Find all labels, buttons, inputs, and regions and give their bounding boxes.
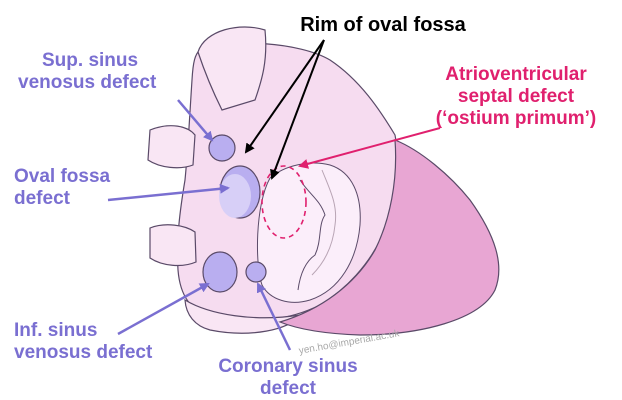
rim-of-oval-fossa-text: Rim of oval fossa [300,14,466,36]
inferior-vena-cava [150,225,196,266]
coronary-sinus-label: Coronary sinus defect [198,356,378,400]
sup-sinus-line2: venosus defect [18,72,156,94]
avsd-label: Atrioventricular septal defect (‘ostium … [418,64,614,130]
sup-sinus-label: Sup. sinus venosus defect [38,50,156,94]
oval-fossa-line2: defect [14,188,110,210]
inf-sinus-label: Inf. sinus venosus defect [14,320,152,364]
inf-sinus-defect [203,252,237,292]
coronary-sinus-defect [246,262,266,282]
oval-fossa-label: Oval fossa defect [14,166,110,210]
inf-sinus-line1: Inf. sinus [14,320,152,342]
oval-fossa-rim [219,174,251,218]
avsd-line3: (‘ostium primum’) [418,108,614,130]
left-vein-stub [148,126,195,168]
coronary-sinus-line1: Coronary sinus [198,356,378,378]
rim-of-oval-fossa-label: Rim of oval fossa [258,14,508,36]
inf-sinus-line2: venosus defect [14,342,152,364]
coronary-sinus-line2: defect [198,378,378,400]
avsd-line1: Atrioventricular [418,64,614,86]
sup-sinus-line1: Sup. sinus [38,50,156,72]
avsd-line2: septal defect [418,86,614,108]
sup-sinus-defect [209,135,235,161]
oval-fossa-line1: Oval fossa [14,166,110,188]
